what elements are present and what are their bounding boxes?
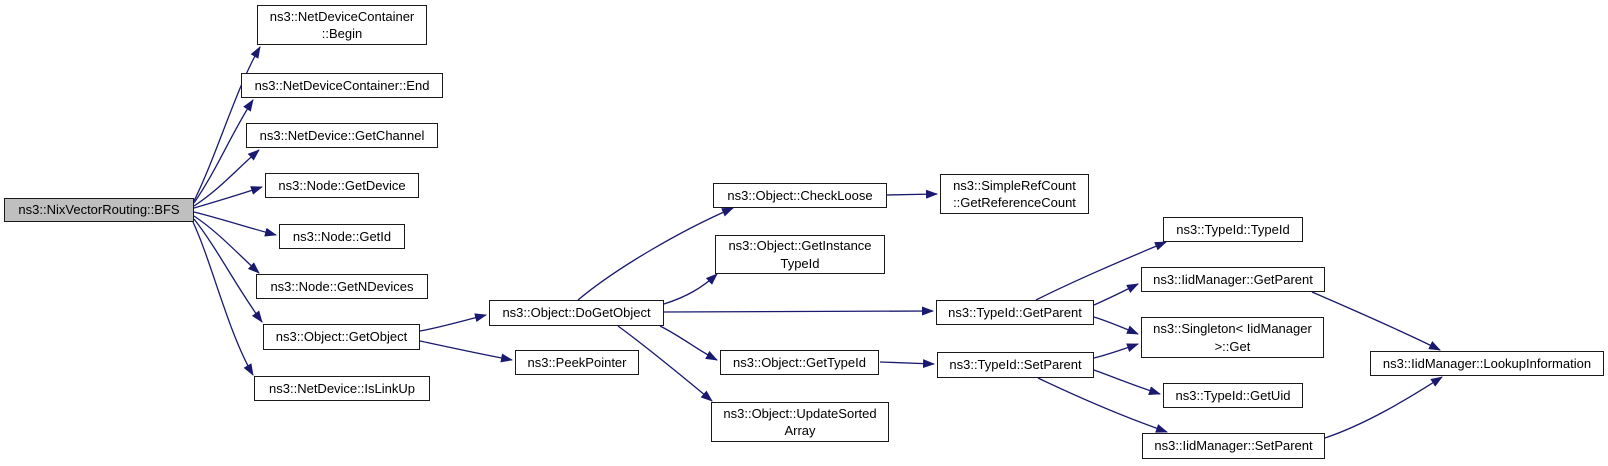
- edge-typeid-setparent-to-singleton-get: [1093, 343, 1139, 359]
- node-peekpointer[interactable]: ns3::PeekPointer: [515, 350, 639, 375]
- node-typeid-typeid[interactable]: ns3::TypeId::TypeId: [1163, 217, 1303, 242]
- edge-bfs-to-object-getobject: [193, 218, 263, 323]
- node-object-getinstancetypeid[interactable]: ns3::Object::GetInstance TypeId: [715, 235, 885, 274]
- edge-bfs-to-netdevice-getchannel: [193, 149, 260, 207]
- node-node-getdevice[interactable]: ns3::Node::GetDevice: [265, 173, 419, 198]
- node-netdevice-islinkup[interactable]: ns3::NetDevice::IsLinkUp: [254, 376, 430, 401]
- edge-getobject-to-dogetobject: [419, 313, 487, 332]
- edge-dogetobject-to-typeid-getparent: [663, 306, 934, 316]
- edge-checkloose-to-getreferencecount: [885, 189, 938, 199]
- edge-typeid-setparent-to-iidmanager-setparent: [1037, 377, 1168, 433]
- node-typeid-setparent[interactable]: ns3::TypeId::SetParent: [937, 352, 1094, 378]
- edge-bfs-to-node-getndevices: [193, 215, 260, 274]
- edge-typeid-getparent-to-singleton-get: [1093, 316, 1139, 335]
- edge-typeid-setparent-to-typeid-getuid: [1093, 369, 1161, 395]
- node-object-getobject[interactable]: ns3::Object::GetObject: [263, 324, 420, 350]
- edge-typeid-getparent-to-iidmanager-getparent: [1093, 283, 1139, 306]
- node-simplerefcount-getreferencecount[interactable]: ns3::SimpleRefCount ::GetReferenceCount: [940, 174, 1089, 214]
- edge-bfs-to-netdevice-islinkup: [192, 221, 254, 376]
- node-node-getndevices[interactable]: ns3::Node::GetNDevices: [256, 274, 428, 299]
- node-iidmanager-lookupinformation[interactable]: ns3::IidManager::LookupInformation: [1370, 351, 1604, 376]
- node-object-gettypeid[interactable]: ns3::Object::GetTypeId: [720, 350, 879, 375]
- node-iidmanager-getparent[interactable]: ns3::IidManager::GetParent: [1141, 267, 1325, 292]
- edge-getobject-to-peekpointer: [419, 340, 513, 363]
- edge-dogetobject-to-getinstancetypeid: [663, 273, 718, 305]
- node-iidmanager-setparent[interactable]: ns3::IidManager::SetParent: [1142, 433, 1325, 459]
- node-typeid-getparent[interactable]: ns3::TypeId::GetParent: [936, 300, 1094, 325]
- edge-dogetobject-to-checkloose: [577, 207, 734, 301]
- node-netdevicecontainer-end[interactable]: ns3::NetDeviceContainer::End: [241, 73, 443, 98]
- node-netdevice-getchannel[interactable]: ns3::NetDevice::GetChannel: [246, 123, 438, 148]
- node-singleton-iidmanager-get[interactable]: ns3::Singleton< IidManager >::Get: [1141, 317, 1324, 358]
- edge-dogetobject-to-gettypeid: [659, 325, 718, 361]
- node-nixvectorrouting-bfs: ns3::NixVectorRouting::BFS: [4, 198, 194, 222]
- node-netdevicecontainer-begin[interactable]: ns3::NetDeviceContainer ::Begin: [257, 5, 427, 45]
- node-object-checkloose[interactable]: ns3::Object::CheckLoose: [713, 183, 887, 208]
- node-object-updatesortedarray[interactable]: ns3::Object::UpdateSorted Array: [711, 402, 889, 442]
- edge-iidmanager-setparent-to-lookupinformation: [1324, 376, 1443, 439]
- edge-bfs-to-node-getdevice: [193, 186, 263, 209]
- node-node-getid[interactable]: ns3::Node::GetId: [279, 224, 405, 249]
- edge-iidmanager-getparent-to-lookupinformation: [1311, 291, 1441, 351]
- edge-gettypeid-to-typeid-setparent: [879, 359, 935, 369]
- edge-bfs-to-node-getid: [193, 211, 277, 237]
- edge-bfs-to-ndc-end: [193, 99, 254, 204]
- node-typeid-getuid[interactable]: ns3::TypeId::GetUid: [1163, 383, 1303, 408]
- node-object-dogetobject[interactable]: ns3::Object::DoGetObject: [489, 300, 664, 326]
